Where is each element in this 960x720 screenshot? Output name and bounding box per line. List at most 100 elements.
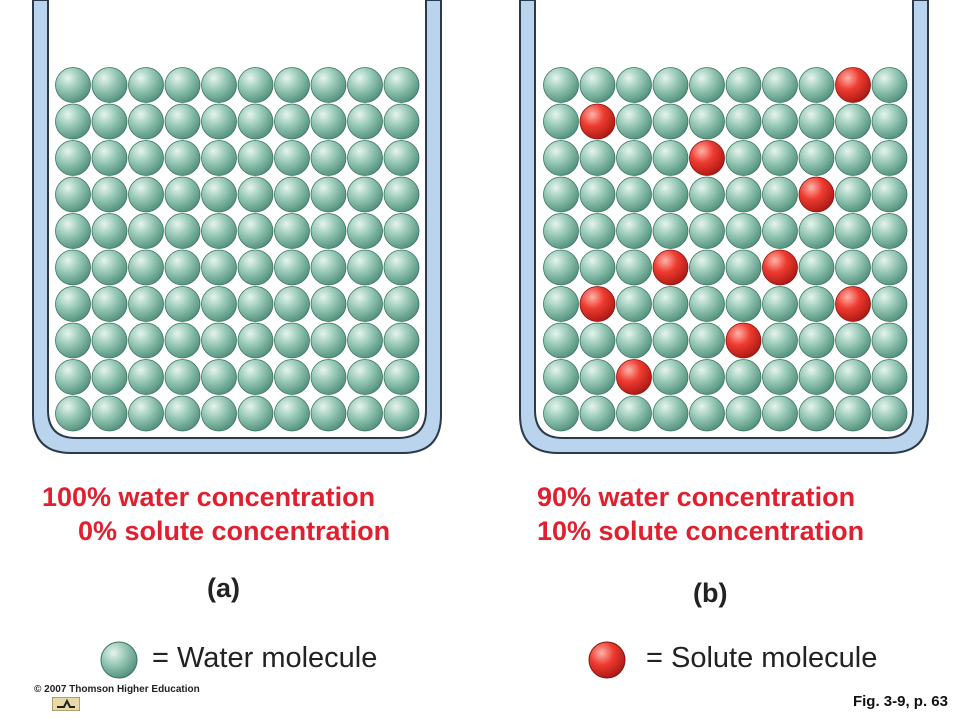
water-molecule bbox=[91, 176, 128, 213]
water-molecule bbox=[835, 103, 871, 140]
water-molecule bbox=[201, 103, 237, 140]
water-molecule bbox=[347, 176, 383, 213]
water-molecule bbox=[616, 213, 652, 249]
water-molecule bbox=[383, 213, 420, 249]
water-molecule bbox=[725, 395, 762, 432]
water-molecule bbox=[871, 140, 908, 176]
water-molecule bbox=[543, 286, 579, 322]
water-molecule bbox=[725, 67, 762, 103]
water-molecule bbox=[798, 213, 835, 249]
water-molecule bbox=[543, 140, 579, 176]
water-molecule bbox=[543, 103, 579, 140]
solute-molecule bbox=[798, 176, 835, 213]
water-molecule bbox=[543, 359, 579, 395]
water-molecule bbox=[91, 322, 128, 359]
water-molecule bbox=[310, 103, 347, 140]
water-molecule bbox=[55, 249, 91, 286]
water-molecule bbox=[128, 322, 164, 359]
water-molecule bbox=[347, 103, 383, 140]
water-molecule bbox=[871, 249, 908, 286]
solute-concentration-a: 0% solute concentration bbox=[78, 516, 391, 546]
water-molecule bbox=[347, 286, 383, 322]
solute-molecule bbox=[762, 249, 798, 286]
water-molecule bbox=[616, 395, 652, 432]
water-molecule bbox=[201, 213, 237, 249]
water-molecule bbox=[128, 103, 164, 140]
water-molecule bbox=[164, 67, 201, 103]
water-molecule bbox=[543, 322, 579, 359]
water-molecule bbox=[347, 395, 383, 432]
water-molecule bbox=[237, 176, 274, 213]
water-molecule bbox=[91, 286, 128, 322]
legend-solute-label: = Solute molecule bbox=[646, 642, 878, 674]
water-molecule bbox=[616, 140, 652, 176]
water-molecule bbox=[689, 103, 725, 140]
water-molecule bbox=[835, 140, 871, 176]
water-molecule bbox=[201, 322, 237, 359]
water-molecule bbox=[55, 67, 91, 103]
water-molecule bbox=[347, 322, 383, 359]
water-molecule bbox=[164, 286, 201, 322]
legend-solute-swatch bbox=[588, 641, 626, 679]
water-molecule bbox=[237, 395, 274, 432]
water-molecule bbox=[689, 213, 725, 249]
water-molecule bbox=[652, 322, 689, 359]
water-molecule bbox=[543, 176, 579, 213]
water-molecule bbox=[164, 176, 201, 213]
water-molecule bbox=[55, 176, 91, 213]
water-molecule bbox=[798, 67, 835, 103]
water-molecule bbox=[725, 103, 762, 140]
water-molecule bbox=[616, 322, 652, 359]
water-molecule bbox=[689, 322, 725, 359]
water-molecule bbox=[652, 359, 689, 395]
water-molecule bbox=[164, 140, 201, 176]
water-molecule bbox=[201, 67, 237, 103]
water-molecule bbox=[201, 176, 237, 213]
water-molecule bbox=[237, 67, 274, 103]
water-molecule bbox=[237, 140, 274, 176]
water-molecule bbox=[128, 395, 164, 432]
water-molecule bbox=[616, 249, 652, 286]
water-molecule bbox=[237, 213, 274, 249]
water-molecule bbox=[652, 395, 689, 432]
water-molecule bbox=[55, 286, 91, 322]
water-molecule bbox=[128, 67, 164, 103]
panel-label-a: (a) bbox=[207, 573, 240, 603]
water-molecule bbox=[274, 67, 310, 103]
water-molecule bbox=[201, 359, 237, 395]
water-molecule bbox=[835, 249, 871, 286]
water-molecule bbox=[310, 176, 347, 213]
water-molecule bbox=[762, 213, 798, 249]
water-molecule bbox=[871, 359, 908, 395]
solute-molecule bbox=[725, 322, 762, 359]
water-molecule bbox=[652, 103, 689, 140]
water-molecule bbox=[762, 176, 798, 213]
water-molecule bbox=[616, 103, 652, 140]
solute-molecule bbox=[835, 67, 871, 103]
water-molecule bbox=[762, 103, 798, 140]
water-molecule bbox=[579, 359, 616, 395]
water-molecule bbox=[871, 176, 908, 213]
figure-reference: Fig. 3-9, p. 63 bbox=[852, 693, 948, 710]
water-molecule bbox=[91, 103, 128, 140]
water-molecule bbox=[274, 359, 310, 395]
legend-water-label: = Water molecule bbox=[152, 642, 378, 674]
water-molecule bbox=[274, 249, 310, 286]
water-molecule bbox=[128, 140, 164, 176]
solute-concentration-b: 10% solute concentration bbox=[537, 516, 865, 546]
beaker-b bbox=[519, 0, 929, 454]
water-molecule bbox=[91, 395, 128, 432]
water-molecule bbox=[383, 249, 420, 286]
water-molecule bbox=[55, 140, 91, 176]
water-molecule bbox=[347, 140, 383, 176]
water-molecule bbox=[579, 395, 616, 432]
water-molecule bbox=[835, 176, 871, 213]
water-molecule bbox=[616, 67, 652, 103]
water-molecule bbox=[689, 176, 725, 213]
water-molecule bbox=[871, 213, 908, 249]
water-molecule bbox=[725, 249, 762, 286]
water-molecule bbox=[274, 213, 310, 249]
water-molecule bbox=[616, 176, 652, 213]
water-molecule bbox=[310, 322, 347, 359]
water-molecule bbox=[91, 140, 128, 176]
